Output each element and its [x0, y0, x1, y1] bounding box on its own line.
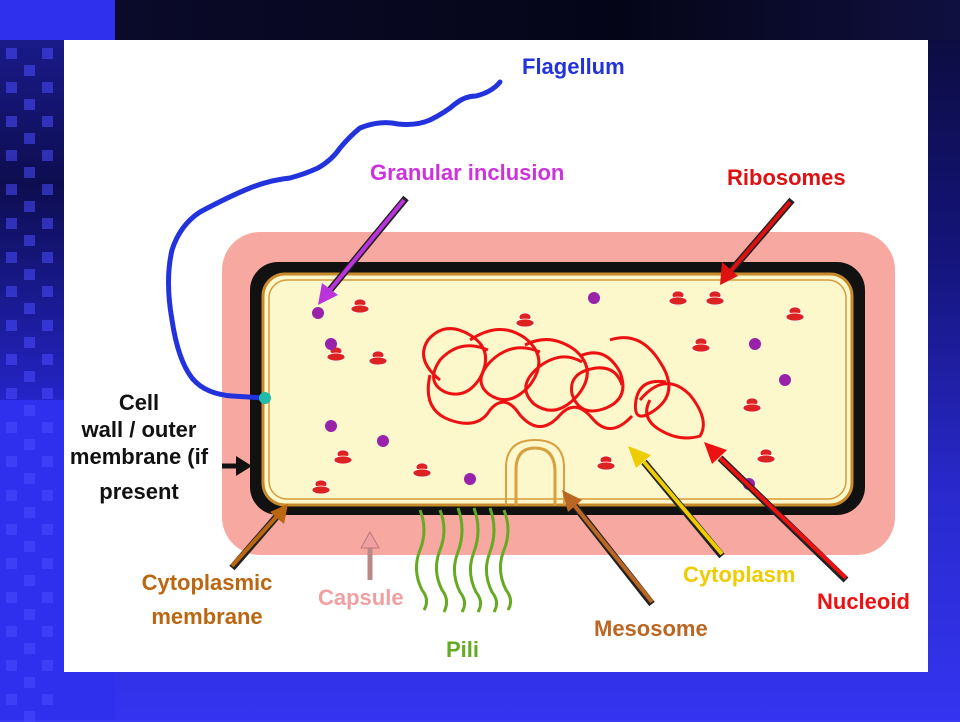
pili — [415, 507, 513, 613]
decor-square — [6, 422, 17, 433]
decor-square — [42, 354, 53, 365]
label-flagellum: Flagellum — [522, 54, 625, 79]
label-arrows — [222, 195, 849, 607]
decor-square — [42, 524, 53, 535]
label-cell-wall-line-2: wall / outer — [81, 417, 197, 442]
decor-square — [42, 48, 53, 59]
ribosomes — [311, 290, 805, 495]
label-pili: Pili — [446, 637, 479, 662]
label-cell-wall-line-4: present — [99, 479, 179, 504]
decor-square — [42, 626, 53, 637]
decor-square — [42, 490, 53, 501]
decor-square — [42, 660, 53, 671]
decor-square — [42, 694, 53, 705]
decor-square — [24, 609, 35, 620]
decor-square — [24, 643, 35, 654]
decor-square — [6, 524, 17, 535]
decor-square — [42, 150, 53, 161]
slide-top-band — [115, 0, 960, 40]
decor-square — [6, 558, 17, 569]
decor-square — [24, 711, 35, 722]
label-cytoplasmic-membrane: Cytoplasmic membrane — [142, 570, 273, 629]
label-ribosomes: Ribosomes — [727, 165, 846, 190]
label-capsule: Capsule — [318, 585, 404, 610]
label-cell-wall-line-1: Cell — [119, 390, 159, 415]
decor-square — [24, 541, 35, 552]
decor-square — [6, 490, 17, 501]
decor-square — [24, 405, 35, 416]
decor-square — [6, 660, 17, 671]
bacterial-cell-diagram: Flagellum Granular inclusion Ribosomes C… — [70, 54, 910, 662]
mesosome-outer — [505, 438, 565, 505]
decor-square — [42, 252, 53, 263]
decor-square — [24, 201, 35, 212]
decor-square — [42, 184, 53, 195]
decor-square — [24, 133, 35, 144]
decor-square — [42, 456, 53, 467]
decor-square — [24, 371, 35, 382]
decor-square — [24, 269, 35, 280]
decor-square — [24, 337, 35, 348]
decor-square — [24, 473, 35, 484]
decor-square — [6, 694, 17, 705]
label-cytoplasmic-membrane-line-2: membrane — [151, 604, 262, 629]
granular-inclusions — [312, 292, 791, 490]
flagellum — [166, 79, 503, 401]
decor-square — [24, 575, 35, 586]
label-mesosome: Mesosome — [594, 616, 708, 641]
decor-square — [6, 184, 17, 195]
decor-square — [42, 320, 53, 331]
decor-square — [24, 99, 35, 110]
decor-square — [6, 354, 17, 365]
decor-square — [24, 235, 35, 246]
decor-square — [24, 303, 35, 314]
decor-square — [6, 150, 17, 161]
decor-square — [42, 592, 53, 603]
decor-square — [42, 388, 53, 399]
decor-square — [6, 626, 17, 637]
decor-square — [24, 677, 35, 688]
label-granular-inclusion: Granular inclusion — [370, 160, 564, 185]
decor-square — [6, 218, 17, 229]
decor-square — [42, 82, 53, 93]
decor-square — [42, 422, 53, 433]
label-nucleoid: Nucleoid — [817, 589, 910, 614]
cytoplasmic-membrane — [268, 279, 847, 500]
decor-square — [42, 116, 53, 127]
mesosome — [514, 446, 557, 505]
flagellum-base — [259, 392, 271, 404]
label-cell-wall: Cell wall / outer membrane (if present — [70, 390, 209, 504]
decor-square — [6, 82, 17, 93]
label-cytoplasmic-membrane-line-1: Cytoplasmic — [142, 570, 273, 595]
decor-square — [42, 286, 53, 297]
decor-square — [6, 592, 17, 603]
decor-square — [6, 320, 17, 331]
decor-square — [24, 507, 35, 518]
decor-square — [24, 65, 35, 76]
decor-square — [6, 48, 17, 59]
decor-square — [6, 286, 17, 297]
decor-square — [42, 218, 53, 229]
nucleoid — [422, 327, 705, 440]
decor-square — [6, 388, 17, 399]
decor-square — [6, 252, 17, 263]
cytoplasm-area — [261, 272, 854, 507]
decor-square — [24, 167, 35, 178]
label-cytoplasm: Cytoplasm — [683, 562, 795, 587]
decor-square — [42, 558, 53, 569]
decor-square — [24, 439, 35, 450]
label-cell-wall-line-3: membrane (if — [70, 444, 209, 469]
decor-square — [6, 456, 17, 467]
decor-square — [6, 116, 17, 127]
diagram-canvas: Flagellum Granular inclusion Ribosomes C… — [64, 40, 928, 672]
